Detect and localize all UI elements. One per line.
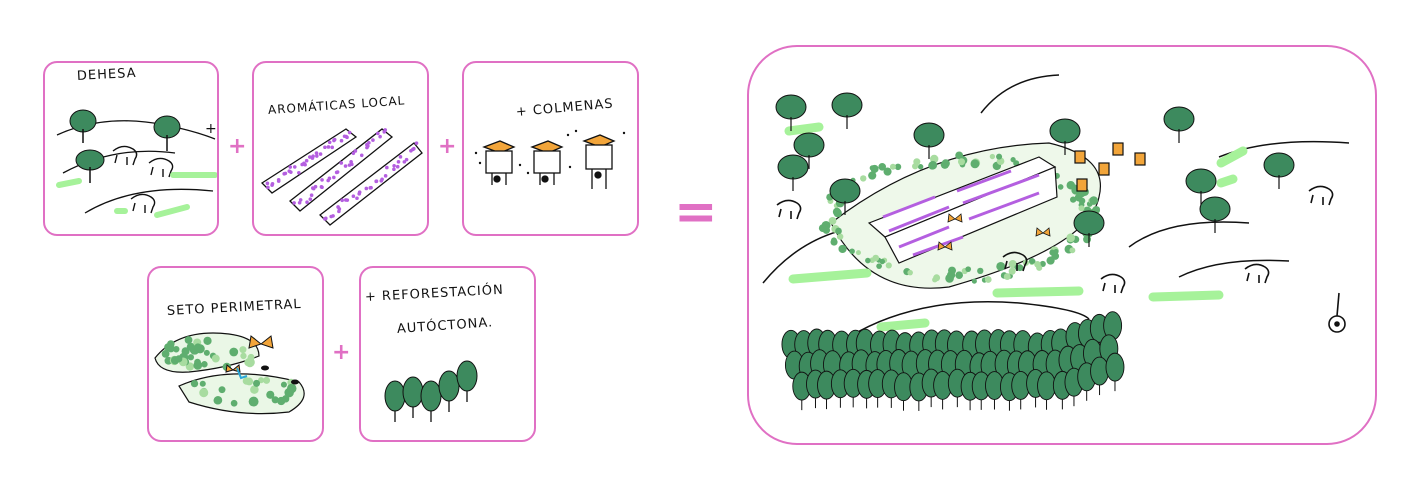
aromaticas-sketch xyxy=(260,128,423,226)
beehive-icon xyxy=(482,140,516,185)
lavender-row xyxy=(260,128,423,226)
tree-icon xyxy=(69,109,97,143)
tree-icon xyxy=(829,178,861,215)
tree-icon xyxy=(1049,118,1081,155)
reforestacion-sketch xyxy=(384,360,478,422)
combined-landscape-sketch xyxy=(762,74,1350,411)
tree-icon xyxy=(1199,196,1231,233)
panel-dehesa: DEHESA + xyxy=(43,61,219,236)
butterfly-icon xyxy=(937,213,1051,251)
plus-operator: + xyxy=(438,134,457,159)
tree-icon xyxy=(831,92,863,129)
tree-icon xyxy=(1263,152,1295,189)
tree-icon xyxy=(153,115,181,151)
tree-icon xyxy=(793,132,825,169)
colmenas-sketch xyxy=(474,129,626,189)
tree-icon xyxy=(75,149,105,183)
tree-icon xyxy=(384,360,478,422)
tree-icon xyxy=(1163,106,1195,143)
grass-strip xyxy=(56,178,82,188)
plus-operator: + xyxy=(228,134,247,159)
plus-operator: + xyxy=(332,340,351,365)
tree-icon xyxy=(913,122,945,159)
beehive-icon xyxy=(530,140,564,185)
lavender-field xyxy=(867,156,1058,264)
tree-icon xyxy=(777,154,809,191)
bee-icon xyxy=(474,129,626,175)
panel-dehesa-plus: + xyxy=(205,121,218,137)
equals-operator: = xyxy=(674,182,718,242)
tree-icon xyxy=(775,94,807,131)
beehive-icon xyxy=(1074,142,1146,192)
cow-icon xyxy=(776,185,1334,294)
panel-colmenas: + COLMENAS xyxy=(462,61,639,236)
result-landscape xyxy=(747,45,1377,445)
dehesa-sketch xyxy=(56,109,217,218)
butterfly-icon xyxy=(225,335,274,373)
cow-icon xyxy=(112,145,174,214)
panel-reforestacion: + REFORESTACIÓN AUTÓCTONA. xyxy=(359,266,536,442)
hedge-icon xyxy=(154,332,305,415)
forest-icon xyxy=(781,311,1125,411)
panel-aromaticas: AROMÁTICAS LOCAL xyxy=(252,61,429,236)
tree-icon xyxy=(1073,210,1105,247)
north-arrow-icon xyxy=(1328,292,1346,333)
tree-icon xyxy=(1185,168,1217,205)
seto-sketch xyxy=(154,332,305,415)
grass-strip xyxy=(154,204,190,218)
bee-icon xyxy=(261,365,299,385)
panel-seto: SETO PERIMETRAL xyxy=(147,266,324,442)
beehive-icon xyxy=(582,134,616,189)
